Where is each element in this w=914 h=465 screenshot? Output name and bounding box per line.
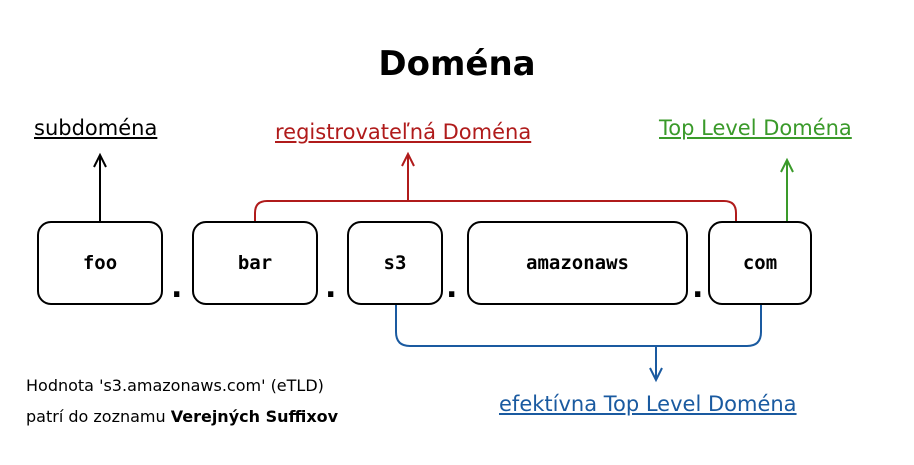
tld-label: Top Level Doména xyxy=(659,116,852,140)
separator-dot: . xyxy=(692,270,704,305)
etld-label: efektívna Top Level Doména xyxy=(499,392,797,416)
separator-dot: . xyxy=(325,270,337,305)
segment-amazonaws-box: amazonaws xyxy=(467,221,688,305)
registrable-domain-label: registrovateľná Doména xyxy=(275,120,532,144)
segment-s3-box: s3 xyxy=(347,221,443,305)
subdomain-label: subdoména xyxy=(34,116,158,140)
separator-dot: . xyxy=(446,270,458,305)
page-title: Doména xyxy=(378,44,536,84)
public-suffix-list-name: Verejných Suffixov xyxy=(170,407,339,426)
etld-bracket xyxy=(395,305,762,383)
note-line-2: patrí do zoznamu Verejných Suffixov xyxy=(26,407,338,426)
separator-dot: . xyxy=(171,270,183,305)
note-line-2-text: patrí do zoznamu xyxy=(26,407,171,426)
segment-com-box: com xyxy=(708,221,812,305)
segment-foo-box: foo xyxy=(37,221,163,305)
registrable-domain-bracket xyxy=(254,151,737,221)
segment-bar-box: bar xyxy=(192,221,318,305)
note-line-1: Hodnota 's3.amazonaws.com' (eTLD) xyxy=(26,376,324,395)
subdomain-arrow xyxy=(93,152,107,221)
tld-arrow xyxy=(780,157,794,221)
